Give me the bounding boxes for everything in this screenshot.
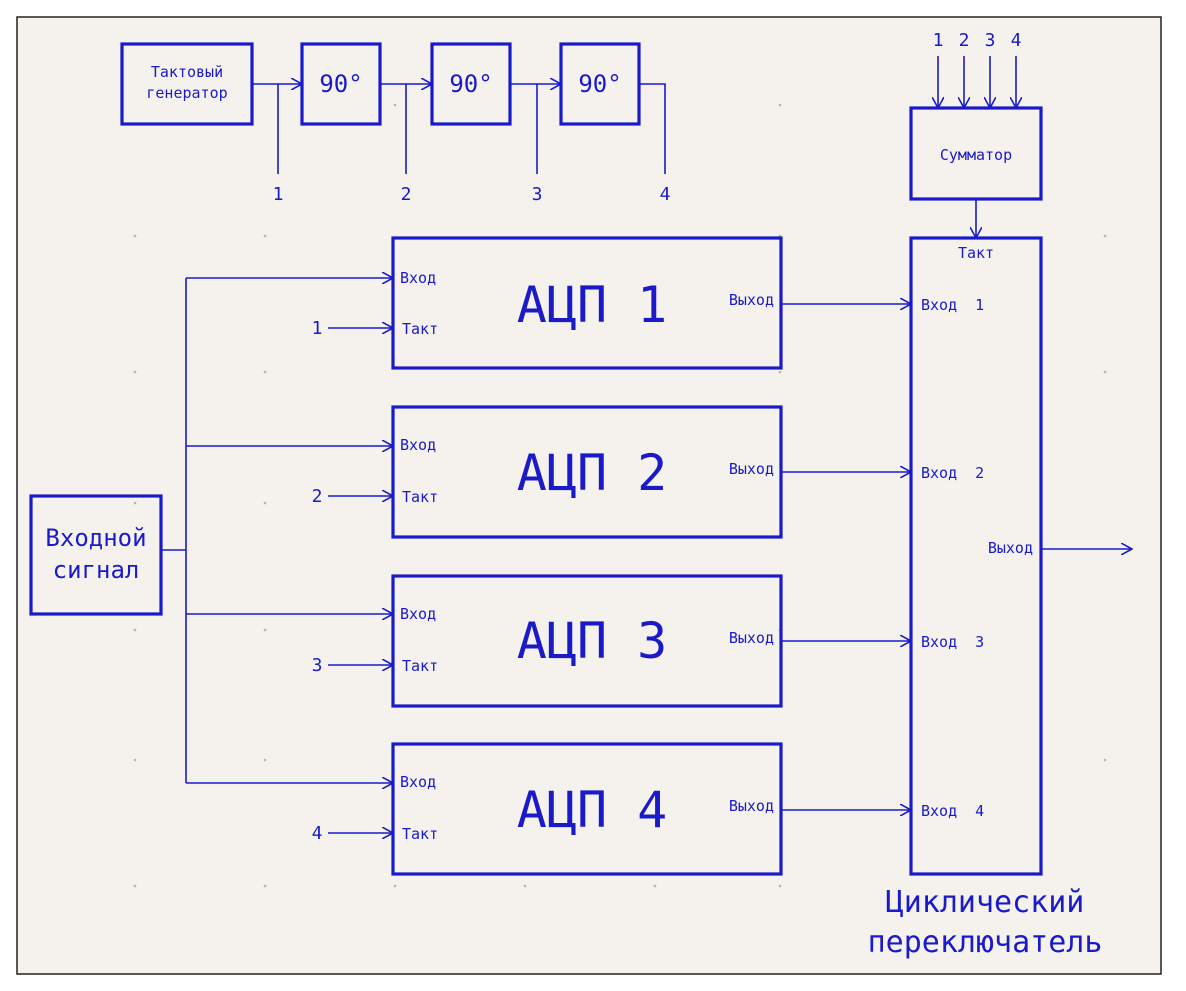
adc-4-clock-number: 4 [312, 823, 323, 844]
cyclic-switch-input-4-label: Вход 4 [921, 802, 984, 820]
adc-3-clock-number: 3 [312, 655, 323, 676]
input-signal-label-2: сигнал [53, 556, 140, 584]
adc-2-input-label: Вход [400, 436, 436, 454]
adc-3-output-label: Выход [729, 629, 774, 647]
clock-generator-label-2: генератор [146, 84, 227, 102]
cyclic-switch-clock-label: Такт [958, 244, 994, 262]
adder-input-label-2: 2 [959, 30, 970, 51]
adc-1-clock-number: 1 [312, 318, 323, 339]
tap-label-1: 1 [273, 184, 284, 205]
adc-3-input-label: Вход [400, 605, 436, 623]
adc-1-input-label: Вход [400, 269, 436, 287]
phase-shifter-2-label: 90° [449, 70, 492, 98]
phase-shifter-1-label: 90° [319, 70, 362, 98]
adc-2: АЦП 2 Вход Такт Выход 2 [312, 405, 783, 539]
cyclic-switch-input-3-label: Вход 3 [921, 633, 984, 651]
wire-shift3-tap [639, 83, 666, 174]
adc-2-clock-number: 2 [312, 486, 323, 507]
cyclic-switch-caption-2: переключатель [868, 925, 1103, 960]
adc-1-clock-label: Такт [402, 320, 438, 338]
adder-label: Сумматор [940, 146, 1012, 164]
cyclic-switch-input-1-label: Вход 1 [921, 296, 984, 314]
adc-4-box [391, 742, 783, 876]
adc-4-input-label: Вход [400, 773, 436, 791]
tap-label-2: 2 [401, 184, 412, 205]
sheet-frame [16, 16, 1162, 975]
adc-2-output-label: Выход [729, 460, 774, 478]
cyclic-switch-caption-1: Циклический [886, 885, 1085, 920]
tap-label-3: 3 [532, 184, 543, 205]
adc-3-clock-label: Такт [402, 657, 438, 675]
adc-4-output-label: Выход [729, 797, 774, 815]
adc-1-box [391, 236, 783, 370]
adc-4: АЦП 4 Вход Такт Выход 4 [312, 742, 783, 876]
cyclic-switch-box [909, 236, 1043, 876]
adc-4-clock-label: Такт [402, 825, 438, 843]
adc-1-output-label: Выход [729, 291, 774, 309]
cyclic-switch-output-label: Выход [988, 539, 1033, 557]
adc-4-title: АЦП 4 [517, 781, 668, 839]
adder-input-label-3: 3 [985, 30, 996, 51]
adc-2-title: АЦП 2 [517, 444, 668, 502]
adc-3: АЦП 3 Вход Такт Выход 3 [312, 574, 783, 708]
input-signal-box [29, 494, 163, 616]
adc-1: АЦП 1 Вход Такт Выход 1 [312, 236, 783, 370]
input-signal-label-1: Входной [45, 524, 146, 552]
adc-1-title: АЦП 1 [517, 276, 668, 334]
clock-generator-label-1: Тактовый [151, 63, 223, 81]
adder-input-label-4: 4 [1011, 30, 1022, 51]
adc-2-clock-label: Такт [402, 488, 438, 506]
tap-label-4: 4 [660, 184, 671, 205]
adc-3-title: АЦП 3 [517, 612, 668, 670]
adder-input-label-1: 1 [933, 30, 944, 51]
cyclic-switch-input-2-label: Вход 2 [921, 464, 984, 482]
phase-shifter-3-label: 90° [578, 70, 621, 98]
